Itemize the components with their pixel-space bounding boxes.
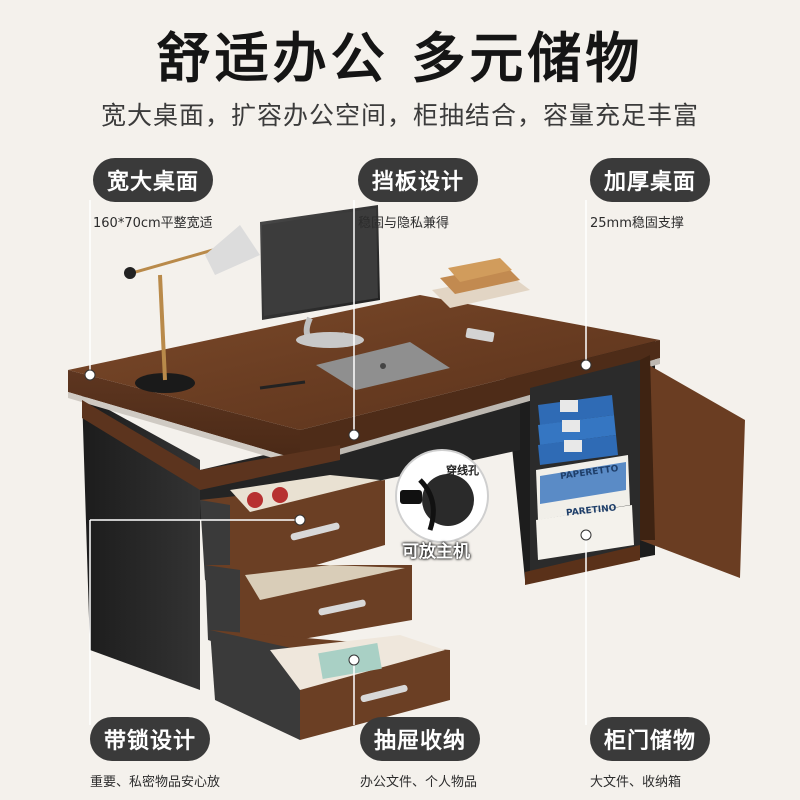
feature-title: 加厚桌面 [590, 158, 711, 202]
desktop-right-edge [300, 340, 660, 460]
feature-desc: 办公文件、个人物品 [360, 775, 478, 790]
drawer-1-contents [230, 475, 380, 512]
feature-drawer-storage: 抽屉收纳 办公文件、个人物品 [360, 717, 481, 790]
feature-title: 抽屉收纳 [360, 717, 481, 761]
feature-title: 挡板设计 [358, 158, 479, 202]
cable-hole-label: 穿线孔 [446, 464, 479, 477]
desktop-front-edge [68, 370, 300, 460]
feature-desc: 大文件、收纳箱 [590, 775, 682, 790]
desktop-trim [68, 392, 300, 466]
connector-dots [84, 359, 592, 666]
feature-title: 宽大桌面 [93, 158, 214, 202]
feature-thick-desktop: 加厚桌面 25mm稳固支撑 [590, 158, 711, 231]
feature-desc: 重要、私密物品安心放 [90, 775, 221, 790]
page-subtitle: 宽大桌面，扩容办公空间，柜抽结合，容量充足丰富 [100, 101, 699, 130]
feature-lock: 带锁设计 重要、私密物品安心放 [90, 717, 220, 790]
feature-desc: 稳固与隐私兼得 [358, 216, 450, 231]
binders [538, 395, 618, 465]
feature-wide-desktop: 宽大桌面 160*70cm平整宽适 [93, 158, 214, 231]
feature-cabinet-storage: 柜门储物 大文件、收纳箱 [590, 717, 711, 790]
feature-title: 带锁设计 [90, 717, 211, 761]
page-title: 舒适办公 多元储物 [156, 27, 644, 90]
desk-lamp [124, 225, 260, 393]
feature-title: 柜门储物 [590, 717, 711, 761]
connector-lines [89, 200, 587, 725]
feature-desc: 25mm稳固支撑 [590, 216, 684, 231]
cable-grommet [465, 327, 495, 343]
host-space-label: 可放主机 [402, 542, 470, 562]
monitor [260, 205, 380, 348]
feature-desc: 160*70cm平整宽适 [93, 216, 213, 231]
books [432, 258, 530, 308]
feature-modesty-panel: 挡板设计 稳固与隐私兼得 [358, 158, 479, 231]
cabinet-door [640, 360, 745, 578]
